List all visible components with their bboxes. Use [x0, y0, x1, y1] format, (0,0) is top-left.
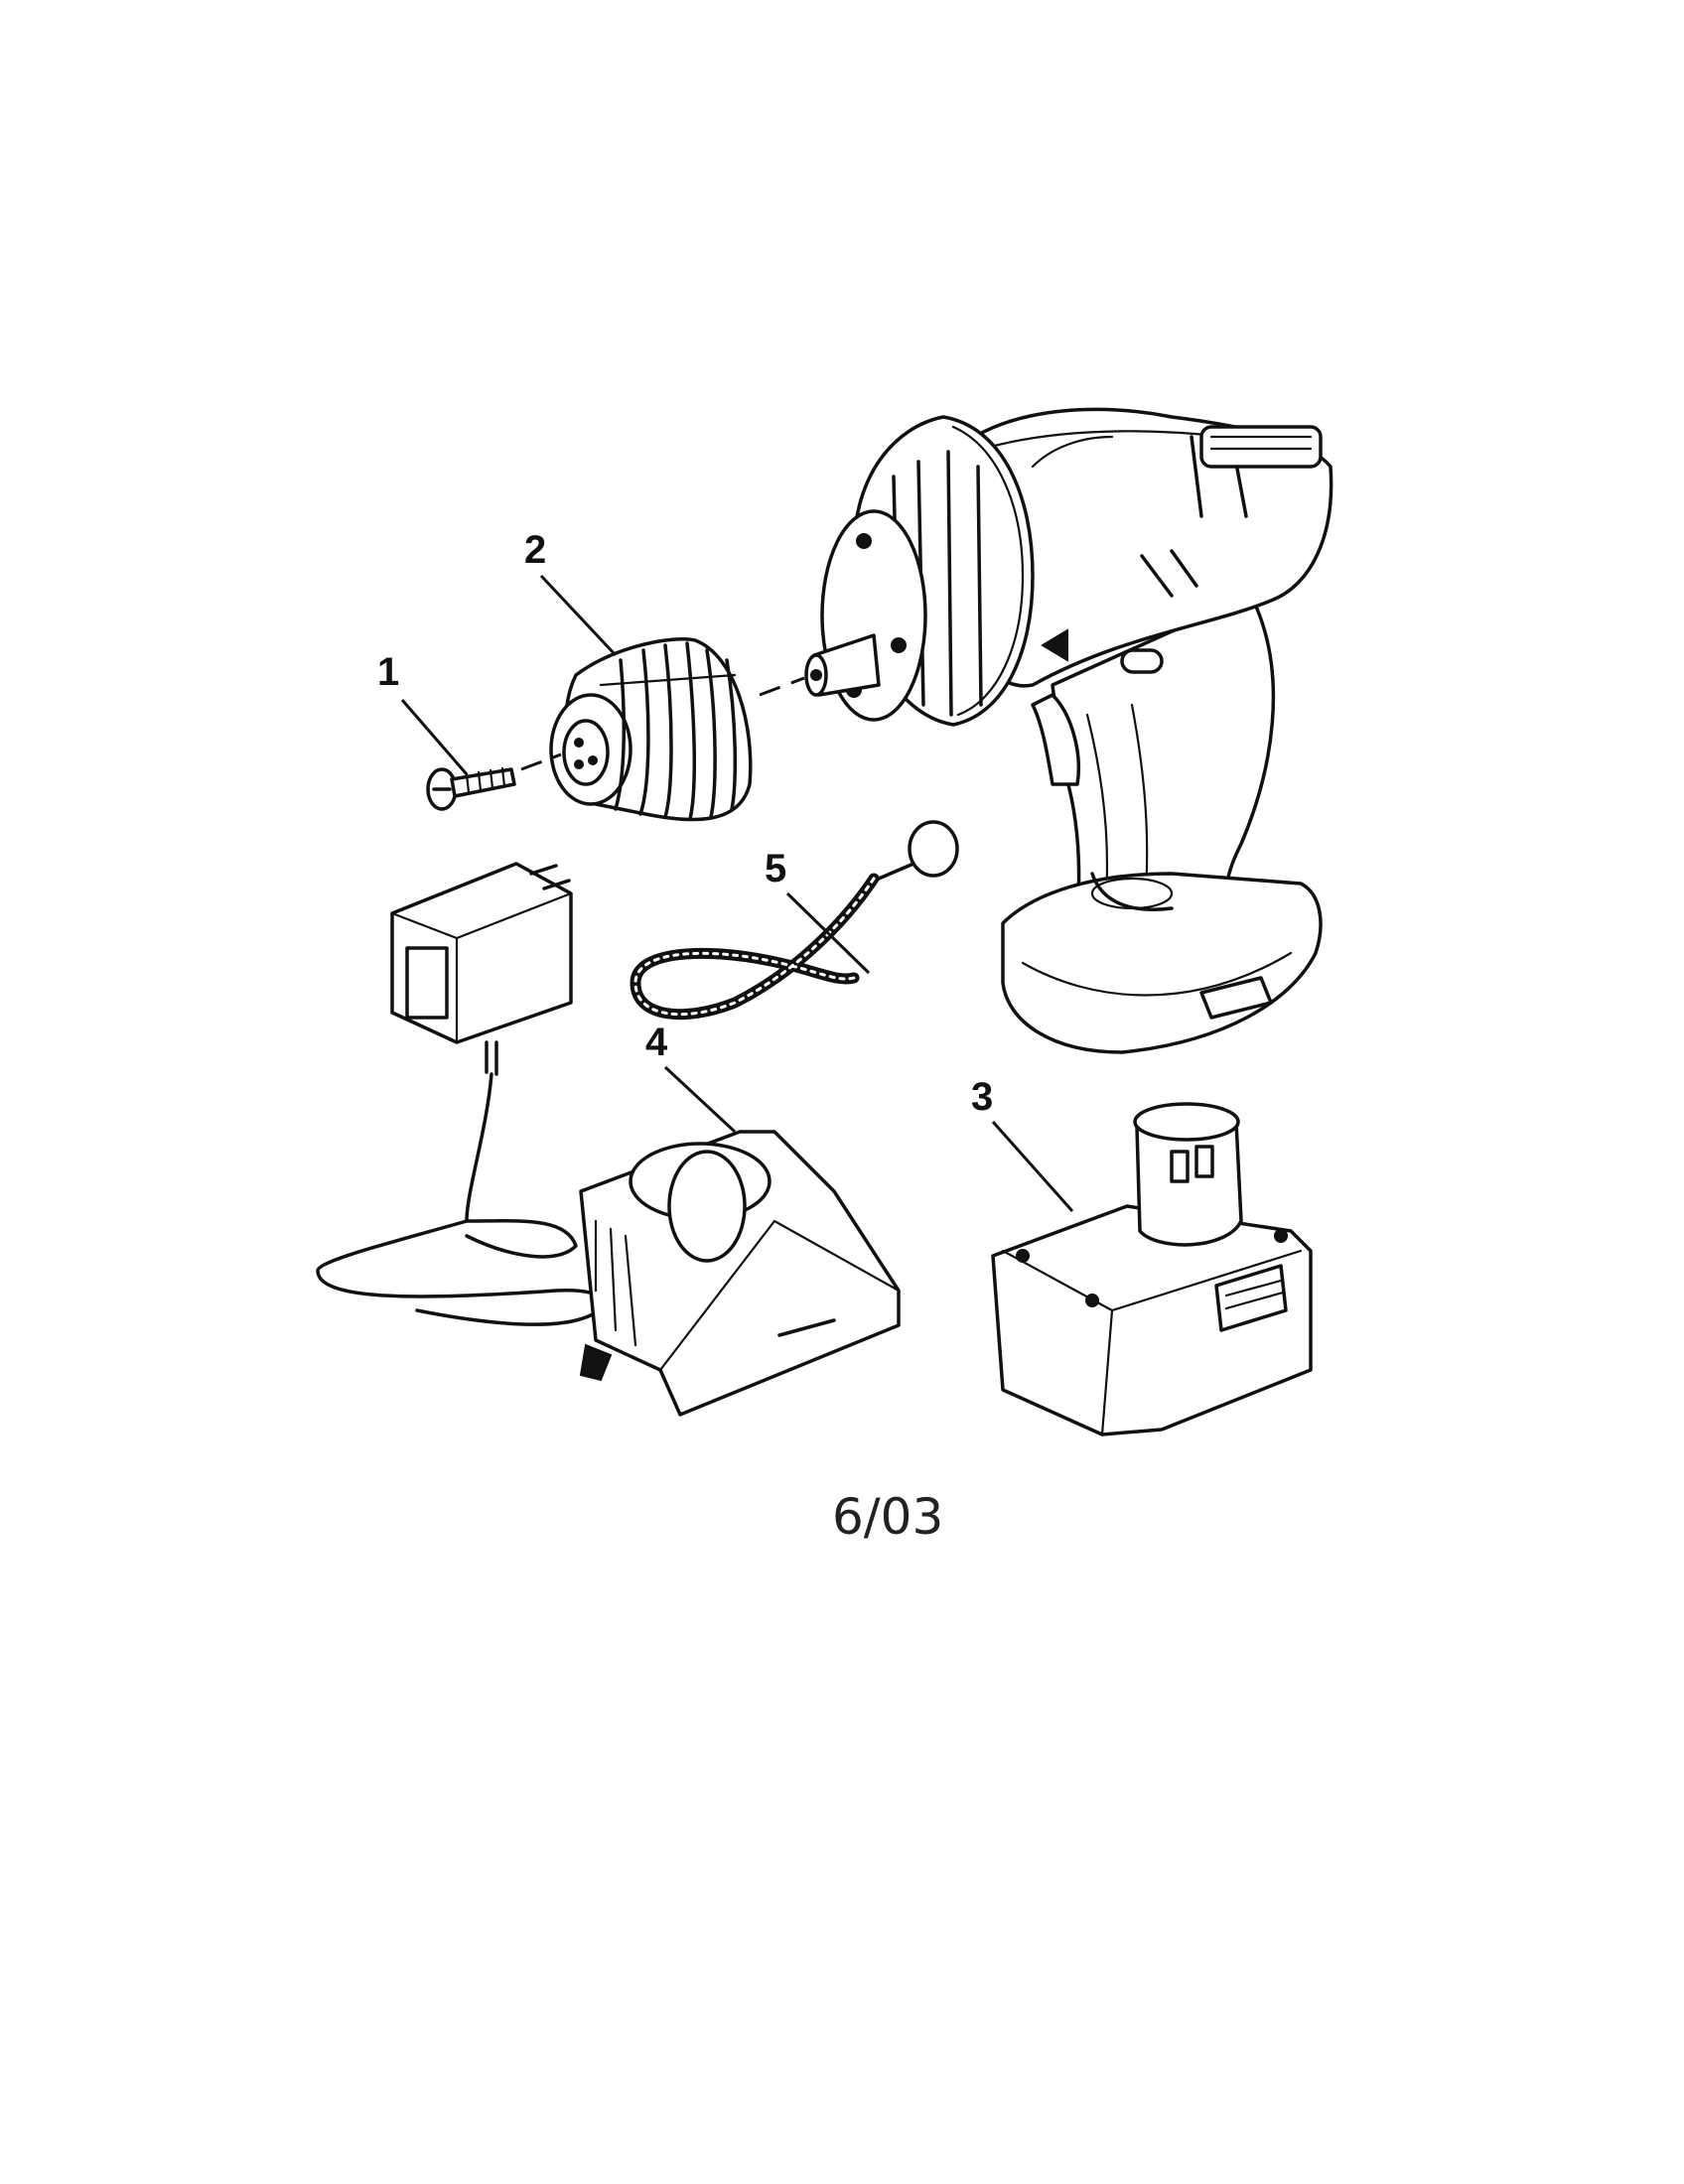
wall-adapter-icon: [316, 862, 606, 1326]
callout-3: 3: [971, 1075, 993, 1119]
chuck-icon: [549, 637, 753, 822]
leader-line-1: [400, 699, 469, 775]
leader-line-3: [991, 1121, 1074, 1212]
callout-2: 2: [524, 528, 546, 572]
screw-icon: [426, 766, 516, 811]
assembly-axis-line: [520, 676, 805, 771]
callout-4: 4: [645, 1021, 668, 1064]
callout-1: 1: [377, 650, 399, 694]
wrist-strap-icon: [630, 820, 959, 1021]
leader-line-2: [539, 574, 618, 657]
callout-5: 5: [765, 847, 786, 890]
leader-line-4: [663, 1065, 737, 1134]
battery-icon: [991, 1102, 1313, 1436]
drill-icon: [804, 407, 1333, 1054]
revision-date: 6/03: [832, 1488, 943, 1546]
charger-icon: [579, 1130, 901, 1417]
leader-line-5: [785, 891, 871, 975]
